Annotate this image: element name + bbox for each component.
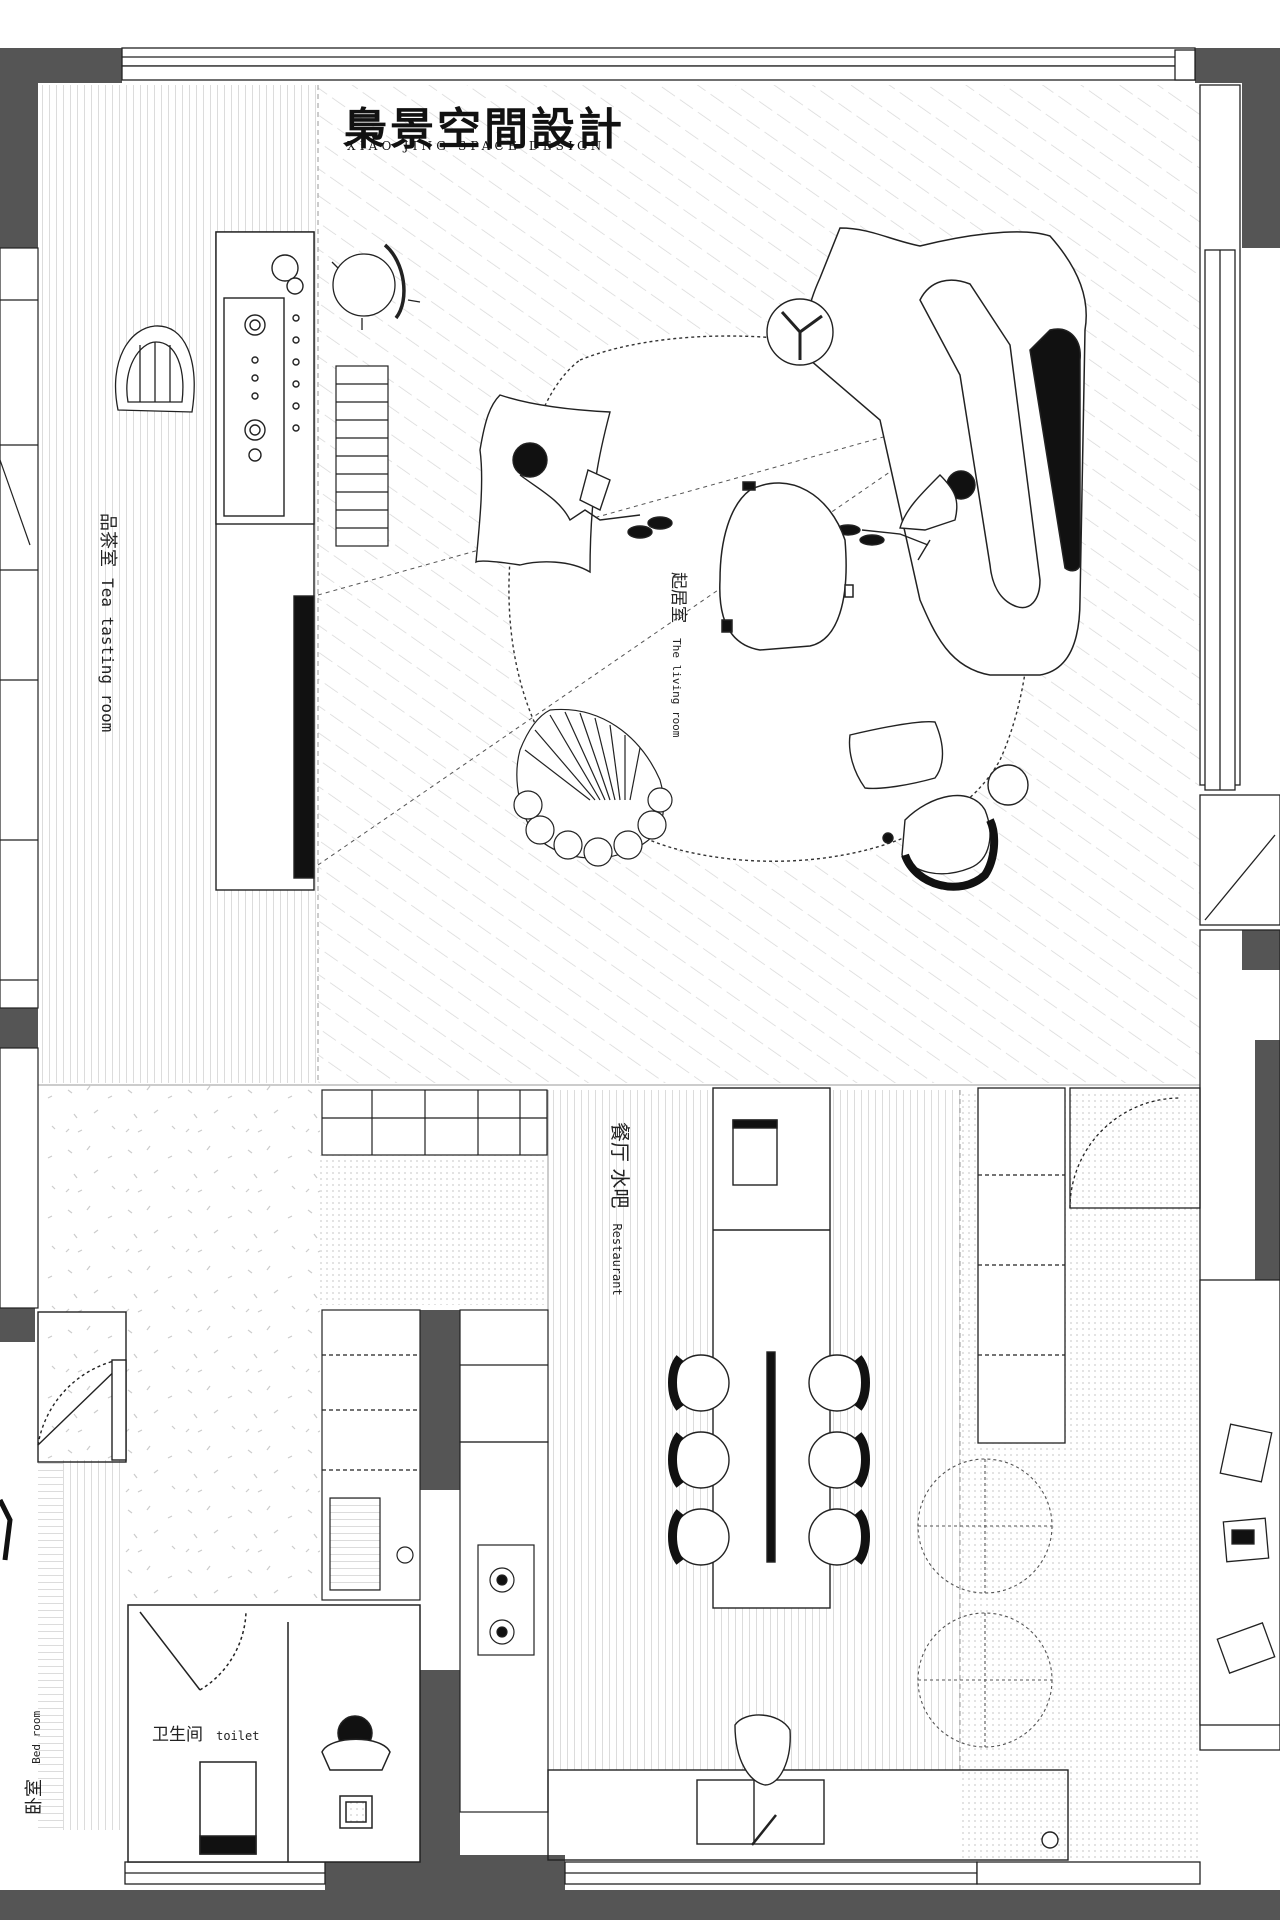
dashed-tables (917, 1458, 1053, 1748)
bedroom-cn: 卧室 (24, 1779, 45, 1815)
restaurant-cn: 餐厅 水吧 (608, 1122, 632, 1209)
brand-title: 梟景空間設計 (343, 104, 625, 155)
top-window (121, 47, 1196, 81)
living-room-label: 起居室 The living room (668, 572, 693, 737)
toilet-en: toilet (216, 1729, 260, 1743)
tea-counter (215, 231, 315, 891)
restaurant-en: Restaurant (610, 1223, 624, 1296)
brand-subtitle: XIAO JING SPACE DESIGN (347, 139, 606, 153)
dining-shelves (321, 1089, 549, 1813)
tea-mat (335, 365, 389, 547)
bottom-windows (124, 1861, 1201, 1885)
kitchen-sink (547, 1714, 1069, 1861)
dining-table (712, 1087, 831, 1609)
bedroom-en: Bed room (30, 1710, 43, 1764)
lounge-chair (475, 394, 673, 574)
walls (0, 48, 1280, 1920)
tea-room-label: 品茶室 Tea tasting room (96, 513, 122, 732)
fan-chair (513, 708, 673, 867)
dining-chairs (668, 1354, 870, 1566)
living-room-en: The living room (670, 638, 683, 738)
round-stool (331, 243, 421, 330)
bedroom-door (0, 1311, 127, 1561)
sofa (805, 227, 1087, 676)
tea-room-en: Tea tasting room (98, 578, 117, 733)
living-room-cn: 起居室 (668, 572, 688, 623)
toilet-label: 卫生间 toilet (152, 1720, 259, 1745)
tea-armchair (114, 325, 195, 413)
restaurant-label: 餐厅 水吧 Restaurant (607, 1122, 636, 1296)
side-table (766, 298, 834, 366)
left-wall (0, 247, 39, 1309)
tea-room-cn: 品茶室 (97, 513, 118, 567)
ottoman (719, 481, 854, 651)
work-desk (1199, 1279, 1280, 1726)
toilet-room (127, 1604, 421, 1863)
dining-bench (977, 1087, 1201, 1444)
living-desk (848, 720, 1029, 891)
toilet-cn: 卫生间 (152, 1725, 203, 1745)
right-wall (1199, 84, 1280, 1751)
bedroom-label: 卧室 Bed room (20, 1711, 46, 1815)
